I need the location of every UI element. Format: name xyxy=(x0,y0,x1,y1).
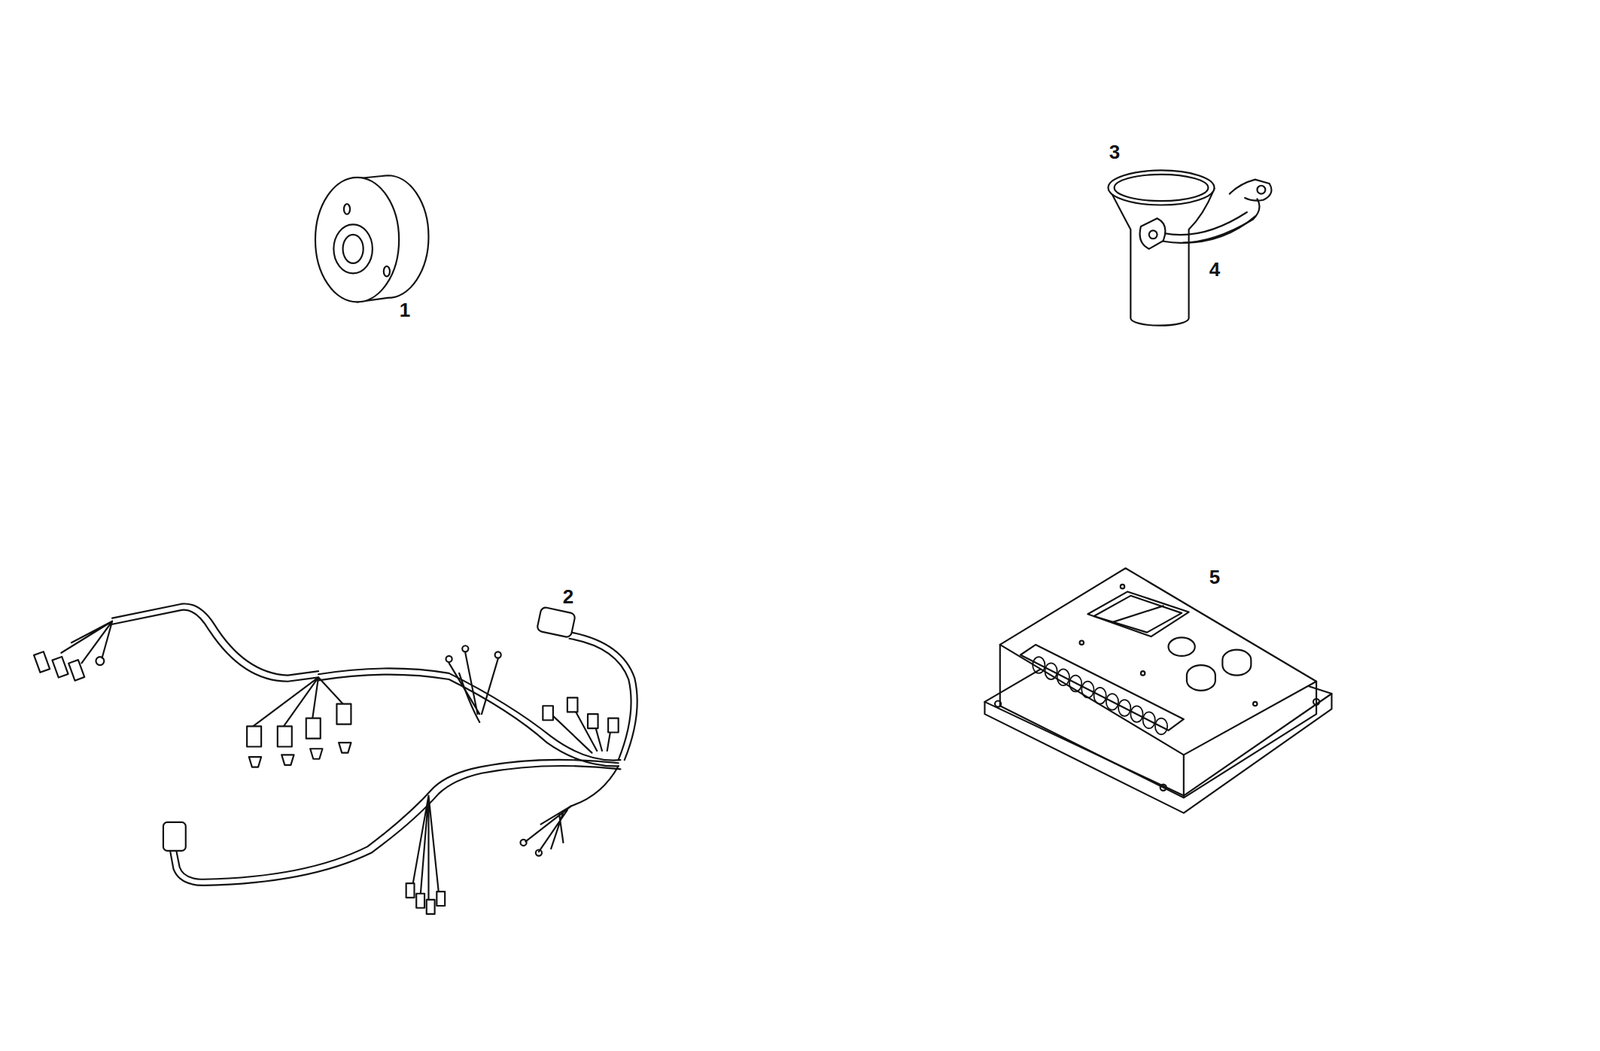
control-unit xyxy=(984,568,1332,813)
disc-part xyxy=(315,175,429,302)
callout-number: 5 xyxy=(1207,566,1223,588)
callout-number: 3 xyxy=(1107,141,1123,163)
callout-number: 4 xyxy=(1207,258,1223,280)
wiring-harness xyxy=(33,603,638,914)
callout-number: 1 xyxy=(397,299,413,321)
funnel-part xyxy=(1108,170,1272,326)
callout-number: 2 xyxy=(560,586,576,608)
